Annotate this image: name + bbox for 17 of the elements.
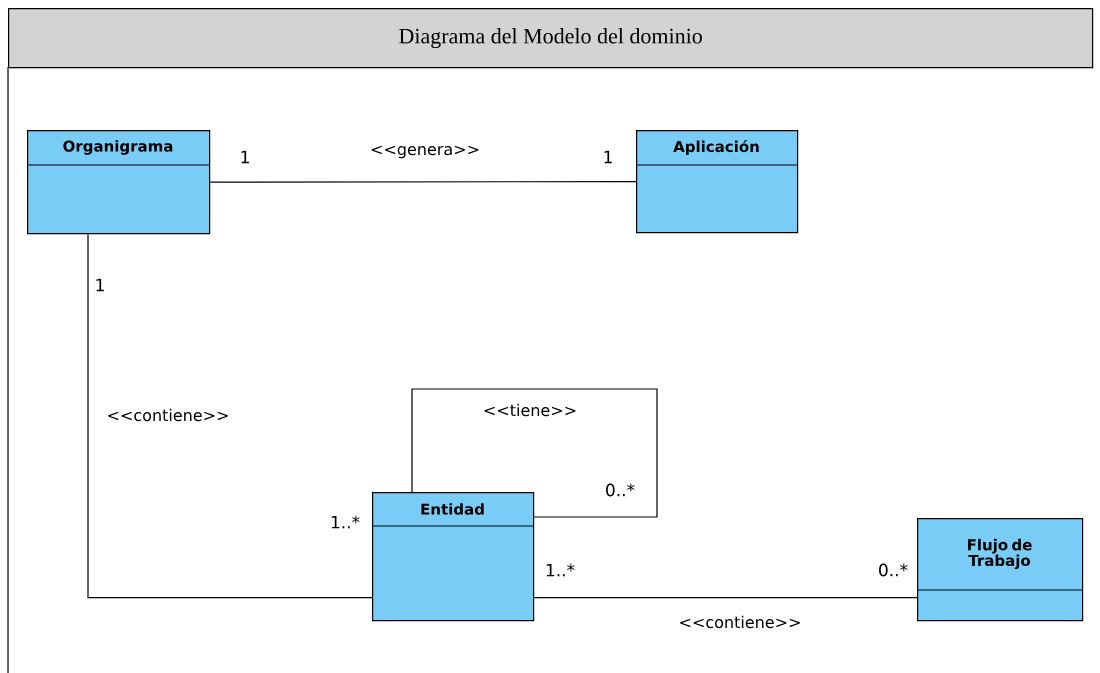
multiplicity-label: 0..* bbox=[606, 483, 635, 497]
multiplicity-label: 1 bbox=[241, 150, 249, 164]
association-line bbox=[209, 181, 637, 183]
association-line bbox=[533, 597, 918, 599]
association-line bbox=[87, 233, 373, 599]
title-band: Diagrama del Modelo del dominio bbox=[8, 8, 1094, 69]
multiplicity-label: 1 bbox=[96, 278, 104, 292]
edge-label: <<contiene>> bbox=[677, 614, 803, 630]
edge-label: <<contiene>> bbox=[105, 407, 231, 423]
edge-label: <<genera>> bbox=[369, 144, 481, 160]
association-line bbox=[411, 388, 658, 518]
class-box: Flujo de Trabajo bbox=[916, 518, 1084, 622]
class-box: Organigrama bbox=[26, 130, 211, 235]
class-box: Aplicación bbox=[635, 130, 799, 234]
class-box: Entidad bbox=[371, 492, 535, 622]
edge-label: <<tiene>> bbox=[481, 402, 579, 418]
multiplicity-label: 1 bbox=[604, 150, 612, 164]
